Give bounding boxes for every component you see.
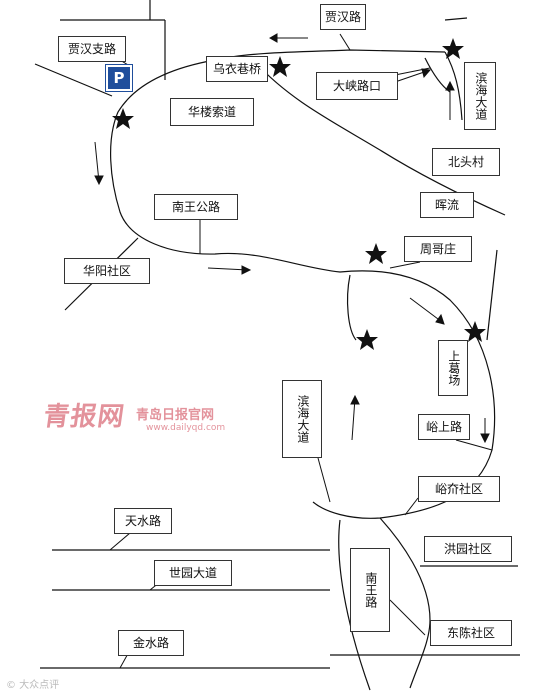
- label-daxia-lukou: 大峡路口: [316, 72, 398, 100]
- label-nanshi-lu: 南王路: [350, 548, 390, 632]
- label-binhai-dadao-top: 滨海大道: [464, 62, 496, 130]
- binhai-top-road-2: [424, 57, 451, 93]
- inner-road: [346, 274, 357, 341]
- direction-arrows: [94, 33, 490, 444]
- star-icon: [464, 321, 486, 342]
- label-wuyi-xiangqiao: 乌衣巷桥: [206, 56, 268, 82]
- watermark-logo: 青报网: [41, 402, 127, 432]
- label-jiahan-lu: 贾汉路: [320, 4, 366, 30]
- label-yushang-lu: 峪上路: [418, 414, 470, 440]
- label-shanggechang: 上葛场: [438, 340, 468, 396]
- watermark-subtitle: 青岛日报官网: [136, 408, 215, 423]
- label-zhougezhuang: 周哥庄: [404, 236, 472, 262]
- label-shiyuan-dadao: 世园大道: [154, 560, 232, 586]
- star-icon: [112, 108, 134, 129]
- parking-icon: P: [105, 64, 133, 92]
- star-icon: [356, 329, 378, 350]
- label-dongchen-shequ: 东陈社区: [430, 620, 512, 646]
- south-road-2: [338, 519, 371, 691]
- watermark-url: www.dailyqd.com: [146, 423, 226, 433]
- star-icon: [269, 56, 291, 77]
- label-jinshui-lu: 金水路: [118, 630, 184, 656]
- south-road: [379, 517, 431, 689]
- label-jiahan-zhilu: 贾汉支路: [58, 36, 126, 62]
- label-nanwang-gonglu: 南王公路: [154, 194, 238, 220]
- label-hualou-suodao: 华楼索道: [170, 98, 254, 126]
- nw-road: [34, 63, 113, 97]
- scenic-star-markers: [112, 38, 486, 350]
- ne-short-line: [444, 17, 468, 21]
- label-huiliu: 晖流: [420, 192, 474, 218]
- star-icon: [442, 38, 464, 59]
- east-road: [486, 249, 498, 341]
- label-tianshui-lu: 天水路: [114, 508, 172, 534]
- label-hongyuan-shequ: 洪园社区: [424, 536, 512, 562]
- image-credit: © 大众点评: [6, 680, 60, 691]
- label-binhai-dadao-mid: 滨海大道: [282, 380, 322, 458]
- label-yujie-shequ: 峪夼社区: [418, 476, 500, 502]
- star-icon: [365, 243, 387, 264]
- label-huayang-shequ: 华阳社区: [64, 258, 150, 284]
- label-beitoucun: 北头村: [432, 148, 500, 176]
